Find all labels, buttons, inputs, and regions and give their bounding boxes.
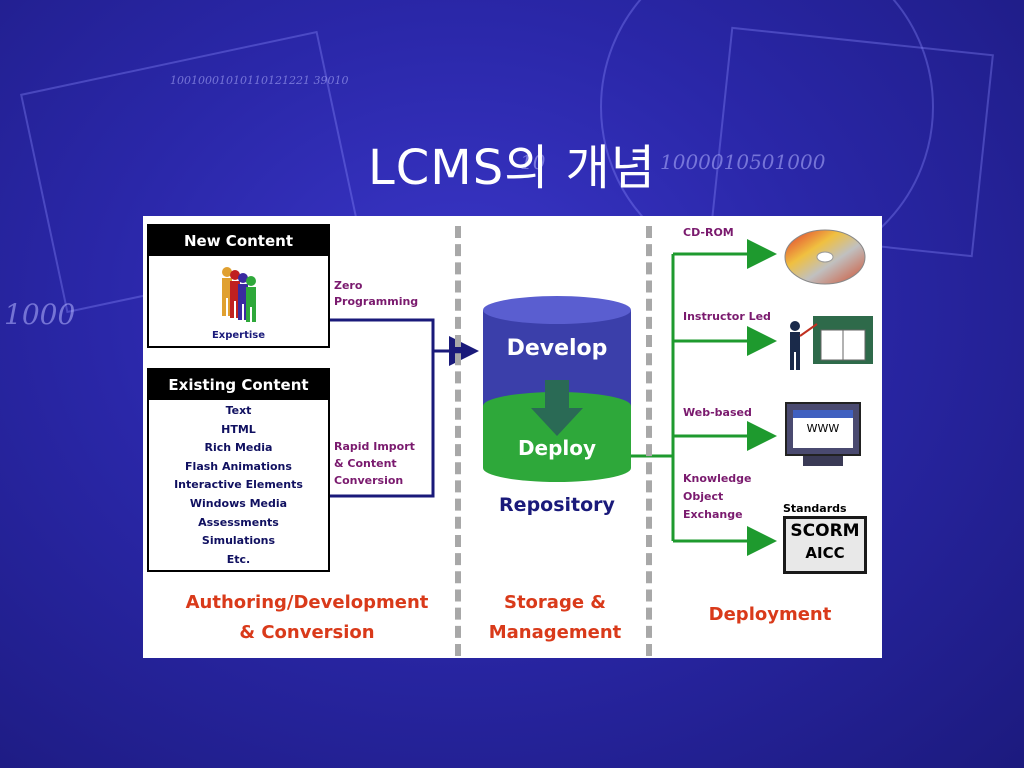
cylinder-shape — [483, 296, 631, 482]
list-item: Assessments — [198, 515, 279, 529]
standards-badge: SCORM AICC — [783, 516, 867, 574]
background-digits: 1000010501000 — [660, 150, 826, 174]
instructor-icon — [790, 316, 873, 370]
connector-lines — [330, 239, 777, 556]
list-item: Etc. — [226, 552, 251, 566]
deployment-footer: Deployment — [708, 604, 832, 625]
aicc-label: AICC — [805, 544, 845, 562]
list-item: Text — [225, 404, 252, 417]
monitor-icon: WWW — [785, 402, 863, 468]
expertise-caption: Expertise — [211, 330, 266, 341]
rapid-import-label: Rapid Import & Content Conversion — [334, 440, 415, 487]
repository-cylinder: Develop Deploy — [483, 296, 631, 482]
list-item: HTML — [221, 422, 256, 436]
background-digits: 10010001010110121221 39010 — [170, 74, 349, 87]
instructor-led-label: Instructor Led — [683, 310, 771, 323]
list-item: Interactive Elements — [174, 478, 303, 492]
list-item: Flash Animations — [185, 459, 292, 473]
list-item: Rich Media — [204, 441, 273, 455]
people-icon — [222, 267, 256, 322]
authoring-footer: Authoring/Development & Conversion — [185, 592, 429, 643]
slide-title: LCMS의 개념 — [368, 140, 656, 196]
background-digits: 1000 — [4, 298, 76, 331]
web-based-label: Web-based — [683, 406, 752, 419]
zero-programming-label: Zero Programming — [334, 279, 419, 308]
repository-label: Repository — [499, 494, 615, 516]
knowledge-exchange-label: Knowledge Object Exchange — [683, 472, 752, 521]
deployment-connector — [631, 239, 777, 556]
authoring-connector — [330, 318, 479, 498]
standards-label: Standards — [783, 502, 847, 515]
existing-content-box: Existing Content Text HTML Rich Media Fl… — [147, 368, 330, 572]
list-item: Simulations — [201, 534, 276, 548]
existing-content-list: Text HTML Rich Media Flash Animations In… — [149, 400, 328, 569]
www-label: WWW — [806, 422, 840, 435]
develop-label: Develop — [506, 336, 608, 361]
section-divider — [646, 226, 658, 656]
existing-content-title: Existing Content — [149, 370, 328, 400]
background-digits: 10 — [520, 150, 546, 174]
cdrom-label: CD-ROM — [683, 226, 734, 239]
new-content-box: New Content Expertise — [147, 224, 330, 348]
deploy-label: Deploy — [517, 436, 597, 460]
storage-footer: Storage & Management — [488, 592, 622, 643]
cd-icon — [784, 229, 866, 285]
lcms-diagram: New Content Expertise Existing Content T… — [143, 216, 882, 658]
section-divider — [455, 226, 467, 656]
scorm-label: SCORM — [790, 521, 860, 541]
list-item: Windows Media — [189, 496, 288, 510]
new-content-title: New Content — [149, 226, 328, 256]
